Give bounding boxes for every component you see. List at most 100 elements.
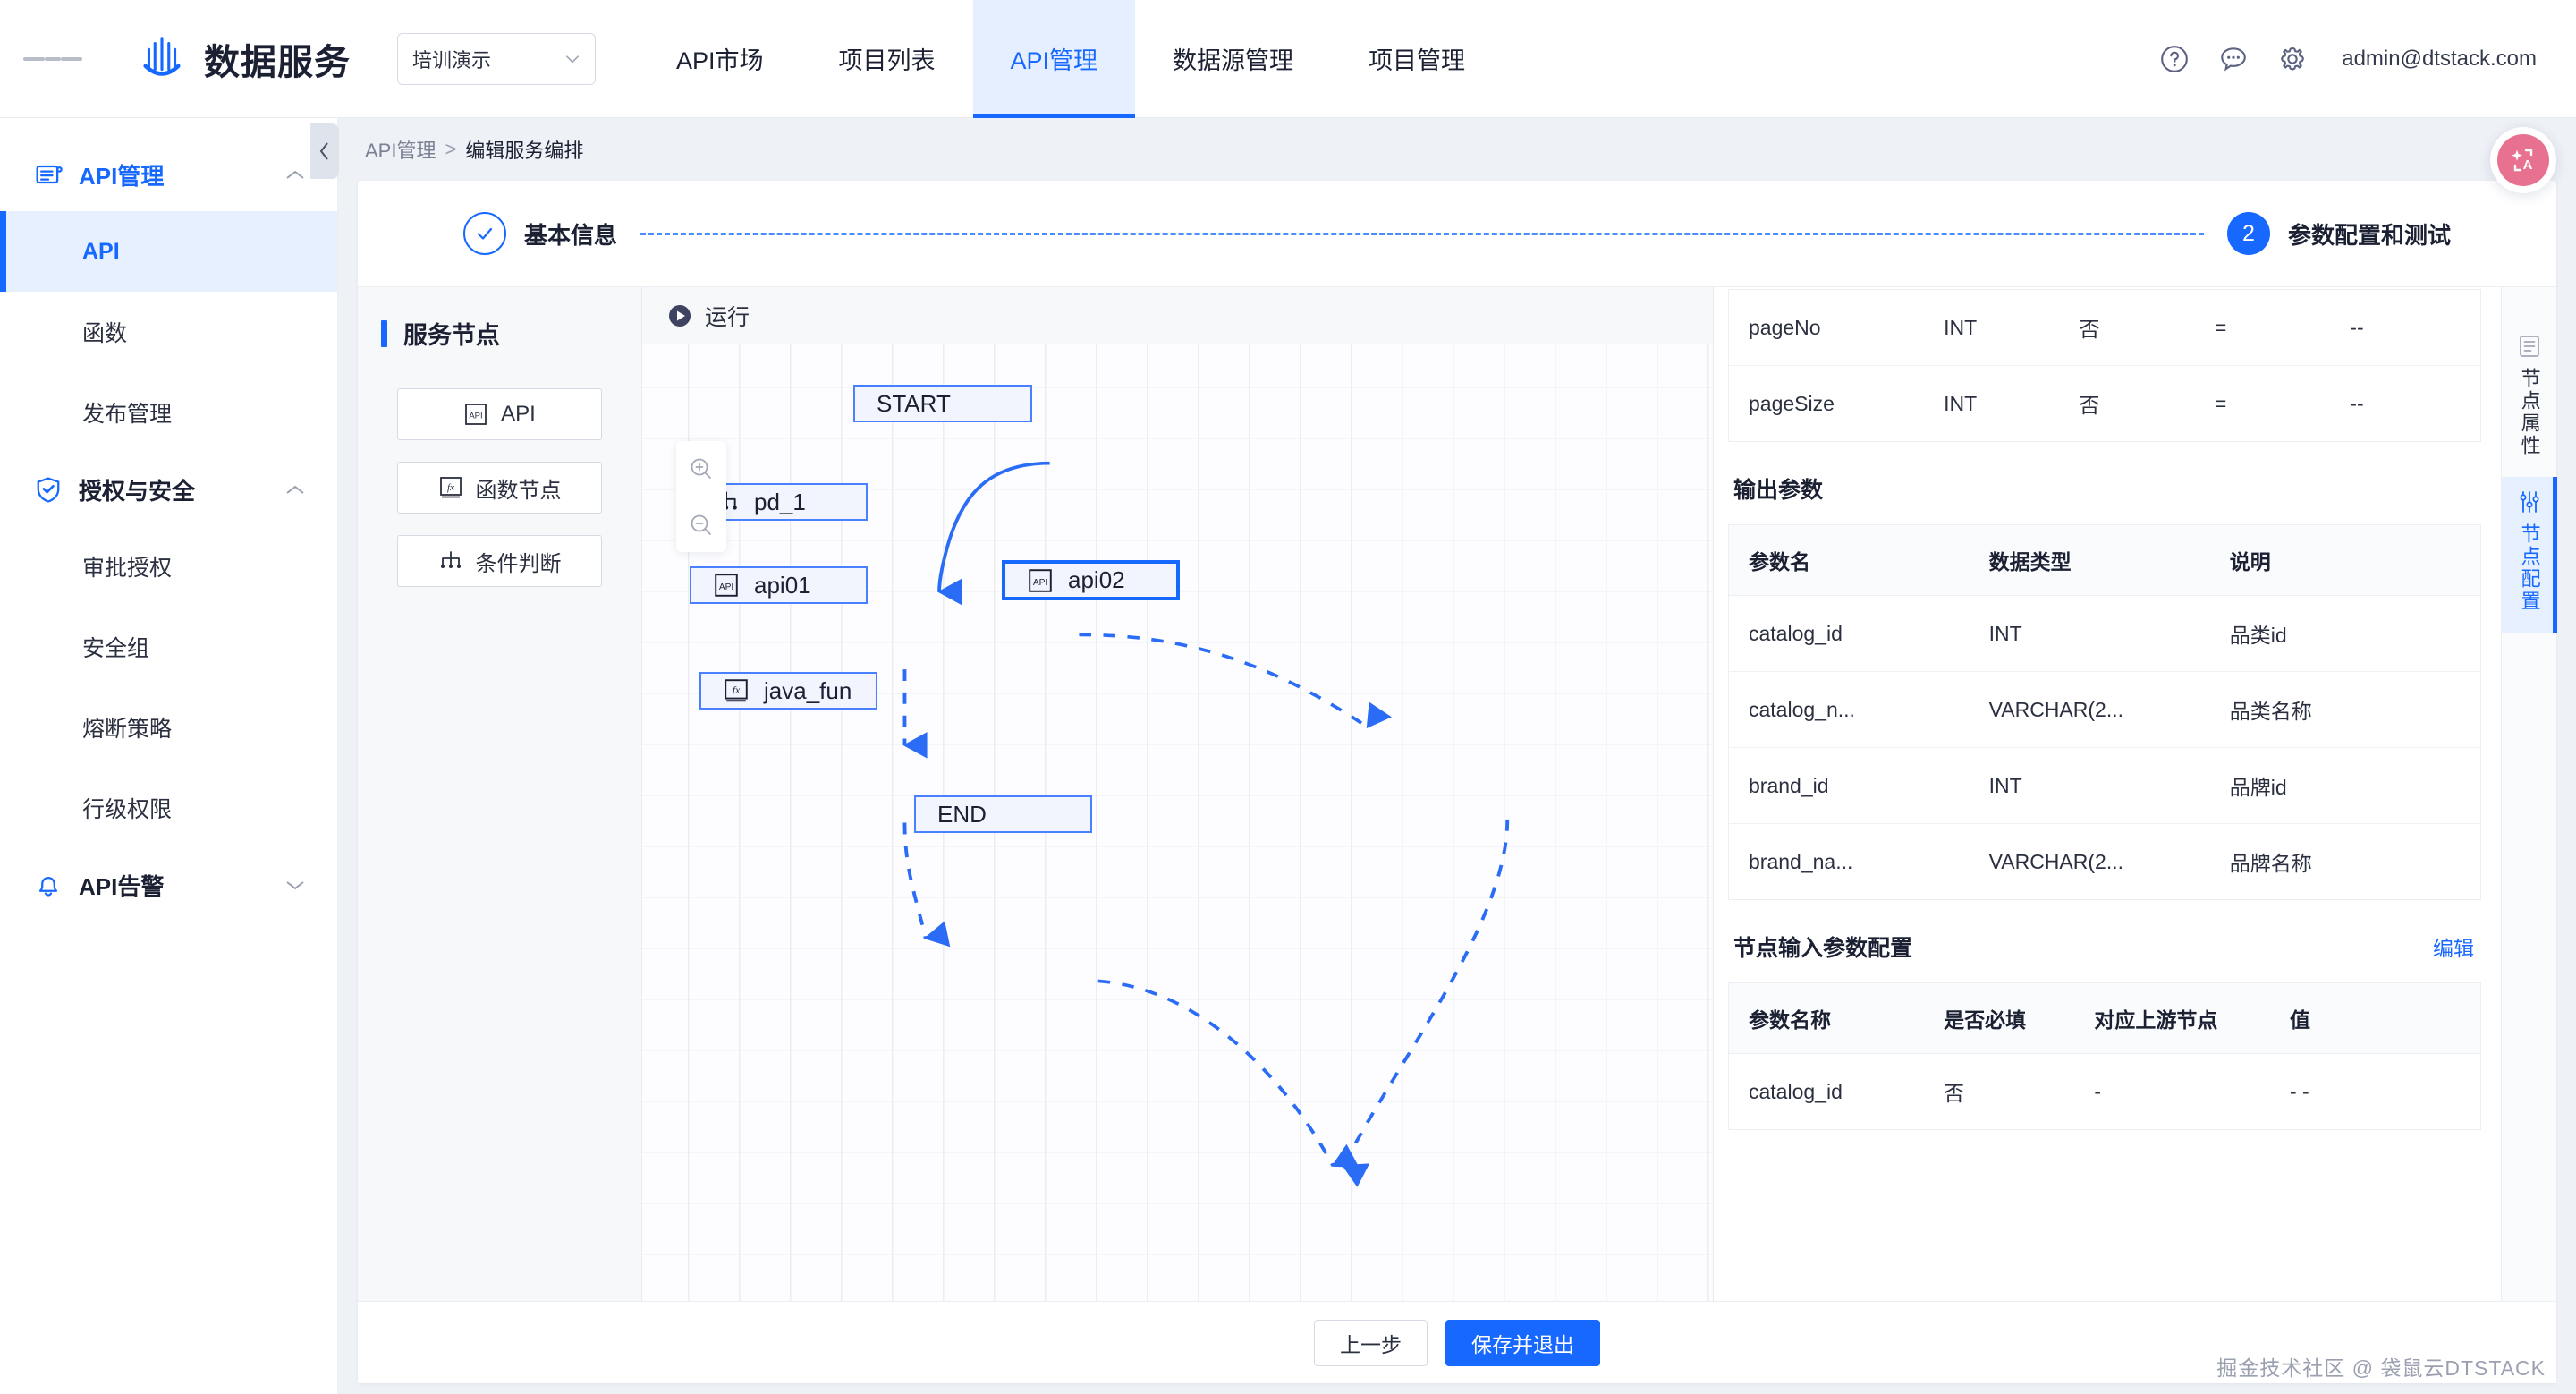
sidebar-item-approval-auth[interactable]: 审批授权 (82, 556, 173, 581)
save-and-exit-button[interactable]: 保存并退出 (1445, 1319, 1600, 1366)
user-email[interactable]: admin@dtstack.com (2342, 46, 2537, 71)
zoom-out-button[interactable] (676, 497, 726, 552)
sidebar-group-api-alert[interactable]: API告警 (0, 848, 337, 922)
cell-value: -- (2330, 289, 2481, 366)
step-1-circle (463, 212, 506, 255)
sidebar-item-function[interactable]: 函数 (82, 321, 128, 346)
cell-value: - - (2290, 1079, 2309, 1103)
run-button[interactable]: 运行 (667, 300, 750, 332)
sidebar-group-auth-security[interactable]: 授权与安全 (0, 453, 337, 526)
cell-data-type: VARCHAR(2... (1969, 671, 2210, 748)
properties-scroll[interactable]: pageNo INT 否 = -- pageSize INT 否 (1714, 287, 2501, 1301)
step-indicator: 基本信息 2 参数配置和测试 (358, 181, 2556, 286)
node-input-config-title: 节点输入参数配置 (1733, 936, 1913, 961)
breadcrumb-parent[interactable]: API管理 (365, 140, 436, 162)
table-header-row: 参数名称 是否必填 对应上游节点 值 (1728, 982, 2481, 1054)
sidebar-item-api[interactable]: API (0, 211, 337, 292)
cell-data-type: INT (1969, 747, 2210, 824)
sliders-icon (2520, 491, 2539, 513)
function-box-icon: fx (724, 679, 748, 702)
node-library-item-condition[interactable]: 条件判断 (397, 535, 602, 587)
api-box-icon: API (465, 404, 487, 425)
col-data-type: 数据类型 (1969, 524, 2210, 596)
zoom-in-button[interactable] (676, 441, 726, 497)
svg-text:API: API (719, 582, 733, 592)
content-area: API管理 > 编辑服务编排 基本信息 2 参数配置和测试 (338, 118, 2576, 1394)
sidebar-group-label: 授权与安全 (79, 477, 196, 505)
table-row: pageNo INT 否 = -- (1728, 289, 2481, 366)
project-select[interactable]: 培训演示 (397, 32, 596, 85)
cell-param-name: pageSize (1749, 391, 1835, 415)
ai-translate-button[interactable]: A (2490, 127, 2556, 193)
chevron-down-icon (286, 880, 304, 889)
cell-operator: = (2214, 391, 2227, 415)
flow-node-label: pd_1 (754, 488, 806, 515)
watermark: 掘金技术社区 @ 袋鼠云DTSTACK (2216, 1356, 2546, 1380)
cell-description: 品类名称 (2209, 671, 2481, 748)
flow-node-api01[interactable]: API api01 (690, 566, 868, 604)
svg-text:fx: fx (733, 684, 741, 696)
branch-icon (440, 551, 461, 568)
col-param-name: 参数名称 (1728, 982, 1925, 1054)
flow-canvas[interactable]: START pd_1 API (642, 344, 1713, 1301)
node-library-title: 服务节点 (358, 316, 641, 351)
sidebar-group-label: API告警 (79, 872, 165, 900)
cell-required: 否 (2079, 394, 2100, 417)
run-button-label: 运行 (705, 304, 750, 330)
sidebar-item-row-level-permission[interactable]: 行级权限 (82, 797, 173, 822)
flow-node-start[interactable]: START (853, 385, 1032, 422)
app-header: 数据服务 培训演示 API市场 项目列表 API管理 数据源管理 项目管理 (0, 0, 2576, 118)
editor-body: 服务节点 API API (358, 286, 2557, 1301)
cell-description: 品牌id (2209, 747, 2481, 824)
chat-bubble-icon[interactable] (2218, 44, 2249, 74)
sidebar-group-api-management[interactable]: API管理 (0, 138, 337, 211)
node-library-item-function[interactable]: fx 函数节点 (397, 462, 602, 514)
sidebar-item-security-group[interactable]: 安全组 (82, 636, 150, 661)
col-upstream-node: 对应上游节点 (2074, 982, 2270, 1054)
flow-node-label: java_fun (764, 676, 852, 704)
breadcrumb: API管理 > 编辑服务编排 (338, 118, 2576, 181)
nav-tab-project-list[interactable]: 项目列表 (838, 47, 936, 74)
cell-data-type: VARCHAR(2... (1988, 849, 2123, 873)
flow-node-api02[interactable]: API api02 (1002, 560, 1180, 600)
nav-tab-datasource-management[interactable]: 数据源管理 (1173, 47, 1294, 74)
input-params-table: pageNo INT 否 = -- pageSize INT 否 (1728, 289, 2481, 442)
output-params-table: 参数名 数据类型 说明 catalog_id INT 品类id (1728, 524, 2481, 900)
hamburger-icon[interactable] (23, 54, 82, 64)
svg-text:API: API (470, 412, 483, 421)
sidebar: API管理 API 函数 发布管理 授权与安全 审批授权 安全组 熔断策略 行级… (0, 118, 338, 1394)
cell-param-name: pageNo (1728, 289, 1925, 366)
sidebar-collapse-button[interactable] (310, 123, 339, 179)
dtstack-logo-icon (143, 36, 181, 76)
flow-node-end[interactable]: END (914, 795, 1092, 833)
step-basic-info[interactable]: 基本信息 (463, 212, 617, 255)
cell-value: -- (2350, 391, 2364, 415)
flow-node-java-fun[interactable]: fx java_fun (699, 672, 877, 710)
flow-node-label: api01 (754, 571, 811, 599)
brand[interactable]: 数据服务 (134, 31, 351, 87)
edit-link[interactable]: 编辑 (2433, 937, 2474, 960)
chevron-down-icon (565, 55, 580, 64)
sidebar-item-publish-management[interactable]: 发布管理 (82, 402, 173, 427)
step-param-config-test[interactable]: 2 参数配置和测试 (2226, 212, 2451, 255)
cell-description: 品牌名称 (2229, 852, 2312, 875)
previous-step-button[interactable]: 上一步 (1314, 1319, 1428, 1366)
col-required: 是否必填 (1924, 982, 2075, 1054)
cell-data-type: INT (1924, 289, 2060, 366)
nav-tab-api-management[interactable]: API管理 (972, 0, 1136, 118)
header-actions: admin@dtstack.com (2159, 44, 2537, 74)
node-library-item-api[interactable]: API API (397, 388, 602, 440)
gear-icon[interactable] (2277, 44, 2308, 74)
tab-node-properties[interactable]: 节点属性 (2502, 321, 2557, 477)
step-2-circle: 2 (2226, 212, 2270, 255)
table-row: catalog_id 否 - - - (1729, 1054, 2481, 1130)
cell-data-type: INT (1969, 595, 2210, 672)
zoom-in-icon (691, 458, 711, 479)
nav-tab-project-management[interactable]: 项目管理 (1368, 47, 1466, 74)
sidebar-item-circuit-breaker[interactable]: 熔断策略 (82, 717, 173, 742)
tab-node-config[interactable]: 节点配置 (2502, 477, 2557, 633)
api-list-icon (36, 165, 63, 184)
nav-tab-api-market[interactable]: API市场 (676, 47, 764, 74)
help-circle-icon[interactable] (2159, 44, 2190, 74)
properties-side-tabs: 节点属性 节点配置 (2501, 287, 2557, 1301)
